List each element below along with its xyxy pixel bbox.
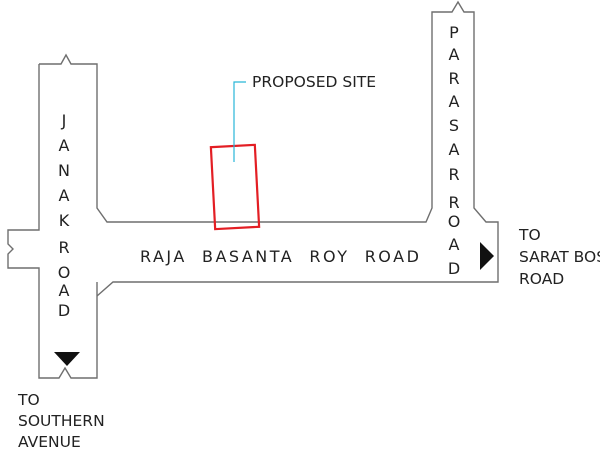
parasar-letter: A <box>449 45 460 64</box>
janak-road-label: J A N A K R O A D <box>58 111 71 320</box>
parasar-letter: A <box>449 92 460 111</box>
destination-line: ROAD <box>519 270 564 288</box>
proposed-site-label: PROPOSED SITE <box>252 73 376 91</box>
parasar-letter: P <box>449 23 459 42</box>
janak-letter: A <box>59 186 70 205</box>
janak-letter: J <box>61 111 67 130</box>
parasar-letter: A <box>449 140 460 159</box>
janak-letter: N <box>58 161 70 180</box>
janak-letter: K <box>59 211 70 230</box>
southern-avenue-label: TO SOUTHERN AVENUE <box>17 391 105 451</box>
destination-line: SARAT BOSE <box>519 248 600 266</box>
parasar-letter: R <box>448 193 459 212</box>
raja-basanta-roy-road-label: RAJA BASANTA ROY ROAD <box>140 247 421 266</box>
parasar-letter: A <box>449 235 460 254</box>
destination-line: TO <box>518 226 541 244</box>
janak-letter: A <box>59 136 70 155</box>
site-leader-line <box>233 81 246 162</box>
parasar-road-label: P A R A S A R R O A D <box>448 23 461 278</box>
parasar-letter: R <box>448 69 459 88</box>
destination-line: SOUTHERN <box>18 412 105 430</box>
sarat-bose-road-label: TO SARAT BOSE ROAD <box>518 226 600 288</box>
parasar-letter: S <box>449 116 459 135</box>
janak-letter: A <box>59 281 70 300</box>
janak-letter: O <box>58 263 71 282</box>
parasar-letter: D <box>448 259 460 278</box>
parasar-letter: O <box>448 212 461 231</box>
janak-letter: R <box>58 238 69 257</box>
proposed-site-outline <box>209 143 261 231</box>
south-arrow-icon <box>54 352 80 366</box>
east-arrow-icon <box>480 242 494 270</box>
parasar-letter: R <box>448 165 459 184</box>
janak-road <box>7 0 499 379</box>
destination-line: AVENUE <box>18 433 81 451</box>
janak-letter: D <box>58 301 70 320</box>
destination-line: TO <box>17 391 40 409</box>
